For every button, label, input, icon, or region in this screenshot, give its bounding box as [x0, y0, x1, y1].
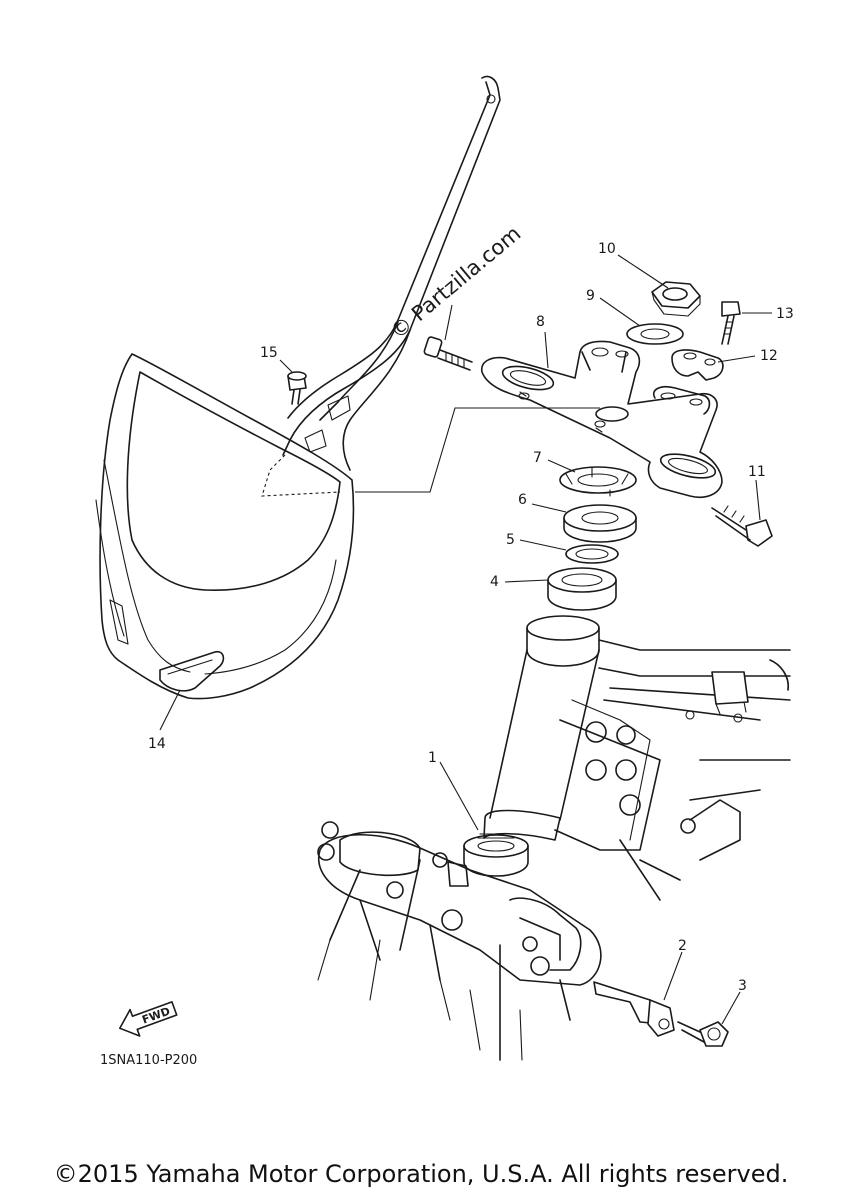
- under-bracket: [317, 821, 602, 1061]
- handlebar-upper-holder: [671, 349, 756, 381]
- callout-1: 1: [428, 750, 437, 766]
- plate-bolt: [279, 359, 307, 405]
- holder-bolt: [721, 301, 772, 345]
- callout-2: 2: [678, 938, 687, 954]
- cable-guide: [593, 951, 683, 1037]
- callout-labels: 1 2 3 4 5 6 7 8 9 10 11 12 13 14 15: [148, 241, 794, 994]
- cover-6: [531, 503, 637, 543]
- callout-14: 14: [148, 736, 166, 752]
- callout-5: 5: [506, 532, 515, 548]
- bracket-bolt: [423, 304, 473, 371]
- callout-10: 10: [598, 241, 616, 257]
- upper-bearing: [504, 567, 617, 611]
- callout-3: 3: [738, 978, 747, 994]
- fwd-arrow-icon: FWD: [119, 1001, 178, 1037]
- lower-bearing: [439, 761, 561, 877]
- callout-15: 15: [260, 345, 278, 361]
- callout-9: 9: [586, 288, 595, 304]
- plain-washer-9: [599, 297, 684, 345]
- callout-12: 12: [760, 348, 778, 364]
- frame: [489, 615, 791, 901]
- callout-6: 6: [518, 492, 527, 508]
- pinch-bolt: [711, 479, 773, 547]
- callout-13: 13: [776, 306, 794, 322]
- upper-bracket: [481, 331, 723, 498]
- callout-4: 4: [490, 574, 499, 590]
- callout-11: 11: [748, 464, 766, 480]
- ring-nut: [547, 459, 637, 497]
- drawing-code: 1SNA110-P200: [100, 1053, 197, 1068]
- cable-guide-bolt: [677, 991, 741, 1047]
- steering-stem-nut: [617, 254, 701, 317]
- front-number-plate: [95, 75, 501, 700]
- callout-7: 7: [533, 450, 542, 466]
- watermark: © Partzilla.com: [386, 221, 526, 344]
- callout-8: 8: [536, 314, 545, 330]
- copyright-notice: ©2015 Yamaha Motor Corporation, U.S.A. A…: [53, 1160, 789, 1188]
- seal-5: [519, 539, 619, 564]
